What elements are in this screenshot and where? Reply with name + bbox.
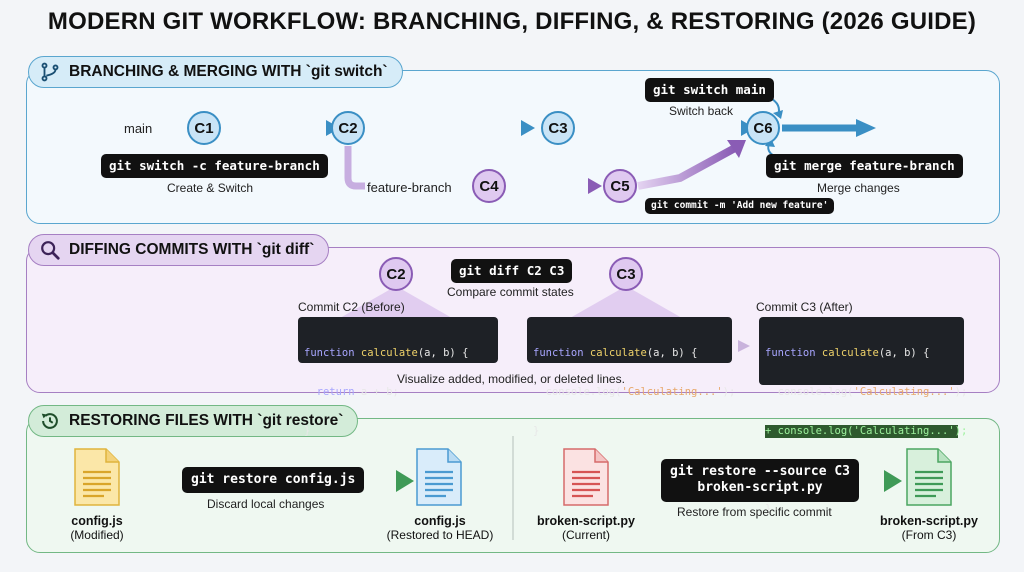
diff-added-line: + console.log('Calculating...'); xyxy=(765,425,968,438)
file1-caption: config.js (Modified) xyxy=(47,514,147,542)
commit-node-c1: C1 xyxy=(187,111,221,145)
file2-caption: config.js (Restored to HEAD) xyxy=(375,514,505,542)
branching-panel xyxy=(26,70,1000,224)
caption-visualize: Visualize added, modified, or deleted li… xyxy=(397,372,625,386)
diff-arrow-icon xyxy=(738,340,750,352)
feature-branch-arrows xyxy=(344,140,746,194)
history-icon xyxy=(41,413,58,429)
file3-state: (Current) xyxy=(561,528,610,542)
file4-state: (From C3) xyxy=(901,528,957,542)
file2-state: (Restored to HEAD) xyxy=(386,528,494,542)
branching-header-text: BRANCHING & MERGING WITH `git switch` xyxy=(69,63,388,80)
commit-node-c2: C2 xyxy=(331,111,365,145)
feature-branch-label: feature-branch xyxy=(367,180,452,195)
cmd-restore-source-line1: git restore --source C3 xyxy=(670,464,851,479)
cmd-switch-main: git switch main xyxy=(645,78,774,102)
file-config-modified-icon xyxy=(74,448,120,506)
cmd-restore-config: git restore config.js xyxy=(182,467,365,494)
git-branch-icon xyxy=(41,62,59,82)
file3-caption: broken-script.py (Current) xyxy=(526,514,646,542)
caption-restore-source: Restore from specific commit xyxy=(677,505,832,519)
branching-header: BRANCHING & MERGING WITH `git switch` xyxy=(28,56,403,88)
restoring-header: RESTORING FILES WITH `git restore` xyxy=(28,405,359,437)
caption-switch-create: Create & Switch xyxy=(167,181,254,195)
cmd-switch-create: git switch -c feature-branch xyxy=(101,154,328,178)
commit-node-c5: C5 xyxy=(603,169,637,203)
file4-name: broken-script.py xyxy=(880,514,978,528)
diffing-header-text: DIFFING COMMITS WITH `git diff` xyxy=(69,241,315,258)
diffing-header: DIFFING COMMITS WITH `git diff` xyxy=(28,234,330,266)
commit-node-c4: C4 xyxy=(472,169,506,203)
diff-spotlight-c2 xyxy=(340,286,452,318)
restoring-header-text: RESTORING FILES WITH `git restore` xyxy=(69,412,344,429)
caption-merge: Merge changes xyxy=(817,181,900,195)
file3-name: broken-script.py xyxy=(537,514,635,528)
file-script-restored-icon xyxy=(906,448,952,506)
file-config-restored-icon xyxy=(416,448,462,506)
code-before: function calculate(a, b) { return a + b;… xyxy=(298,317,498,437)
label-after: Commit C3 (After) xyxy=(756,300,853,314)
magnifier-icon xyxy=(41,241,60,260)
cmd-merge: git merge feature-branch xyxy=(766,154,963,178)
main-branch-label: main xyxy=(124,121,153,136)
cmd-diff: git diff C2 C3 xyxy=(451,259,573,283)
cmd-restore-source-line2: broken-script.py xyxy=(697,480,823,496)
page-title: MODERN GIT WORKFLOW: BRANCHING, DIFFING,… xyxy=(47,8,977,35)
file2-name: config.js xyxy=(414,514,466,528)
caption-restore-config: Discard local changes xyxy=(207,497,325,511)
code-middle: function calculate(a, b) { console.log('… xyxy=(527,317,735,437)
diff-node-c3: C3 xyxy=(609,257,643,291)
file4-caption: broken-script.py (From C3) xyxy=(869,514,989,542)
diff-node-c2: C2 xyxy=(379,257,413,291)
label-before: Commit C2 (Before) xyxy=(298,300,405,314)
cmd-commit: git commit -m 'Add new feature' xyxy=(645,198,835,214)
file-broken-script-icon xyxy=(563,448,609,506)
file1-name: config.js xyxy=(71,514,123,528)
file1-state: (Modified) xyxy=(70,528,124,542)
diff-spotlight-c3 xyxy=(570,286,682,318)
code-after: function calculate(a, b) { console.log('… xyxy=(759,317,967,515)
caption-diff: Compare commit states xyxy=(447,285,574,299)
caption-switch-main: Switch back xyxy=(669,104,734,118)
commit-node-c3: C3 xyxy=(541,111,575,145)
cmd-restore-source: git restore --source C3 broken-script.py xyxy=(661,459,860,502)
commit-node-c6: C6 xyxy=(746,111,780,145)
